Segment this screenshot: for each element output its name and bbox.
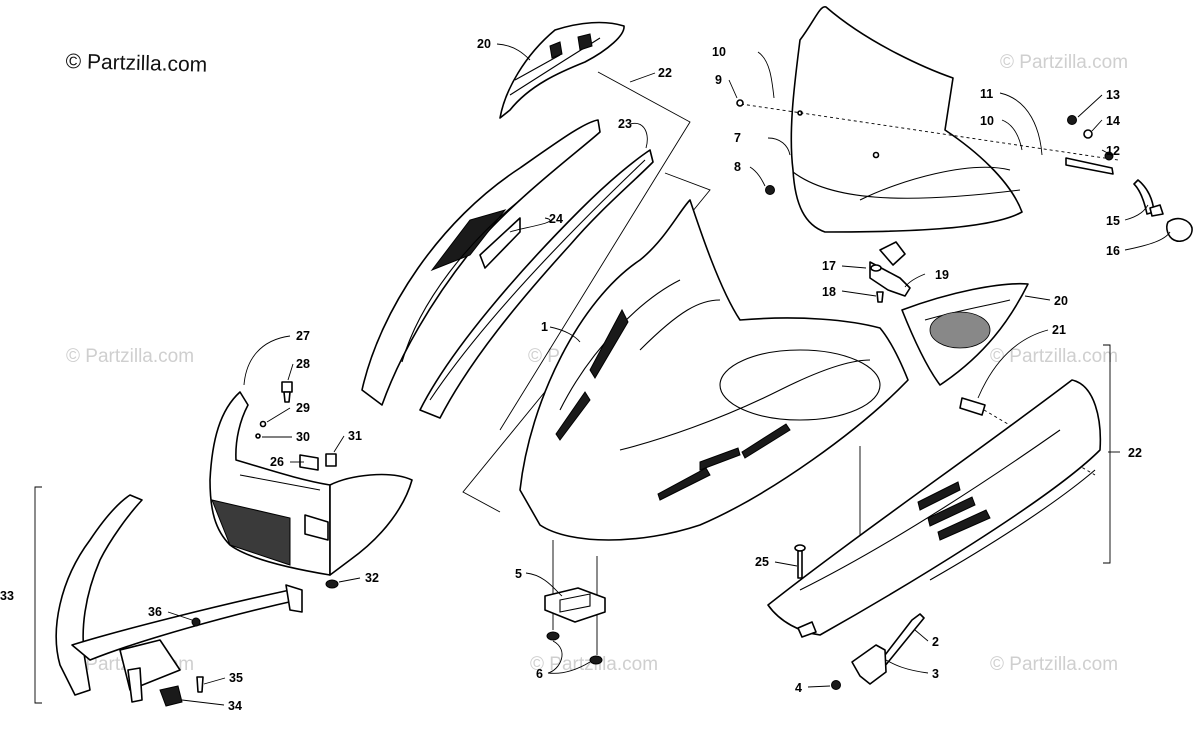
label-14: 14 [1106, 114, 1120, 128]
label-21: 21 [1052, 323, 1066, 337]
label-7: 7 [734, 131, 741, 145]
label-1: 1 [541, 320, 548, 334]
label-33: 33 [0, 589, 14, 603]
label-5: 5 [515, 567, 522, 581]
label-17: 17 [822, 259, 836, 273]
clip-21 [959, 397, 1096, 476]
label-34: 34 [228, 699, 242, 713]
label-35: 35 [229, 671, 243, 685]
label-20-top: 20 [477, 37, 491, 51]
label-22-right: 22 [1128, 446, 1142, 460]
mount-bracket [869, 241, 911, 303]
hinge-group [544, 540, 606, 665]
label-19: 19 [935, 268, 949, 282]
label-30: 30 [296, 430, 310, 444]
label-2: 2 [932, 635, 939, 649]
label-16: 16 [1106, 244, 1120, 258]
label-4: 4 [795, 681, 802, 695]
label-25: 25 [755, 555, 769, 569]
side-trims [361, 119, 654, 419]
lower-side-panel [767, 379, 1102, 638]
screw-25 [794, 544, 806, 579]
label-20-right: 20 [1054, 294, 1068, 308]
watermark-7: © Partzilla.com [990, 654, 1118, 675]
headlight-housing [209, 391, 413, 576]
label-11: 11 [980, 87, 993, 101]
main-hood [519, 199, 909, 541]
bolt-bracket-group [831, 613, 925, 690]
cap-right [901, 282, 1029, 386]
label-15: 15 [1106, 214, 1120, 228]
label-29: 29 [296, 401, 310, 415]
label-10-right: 10 [980, 114, 994, 128]
watermark-6: © Partzilla.com [530, 654, 658, 675]
leader-lines [167, 43, 1171, 706]
label-10-top: 10 [712, 45, 726, 59]
cap-top [499, 21, 625, 119]
label-22-top: 22 [658, 66, 672, 80]
callout-labels: 1 2 3 4 5 6 7 8 9 10 10 11 12 13 14 15 1… [0, 37, 1142, 713]
label-27: 27 [296, 329, 310, 343]
watermark-2: © Partzilla.com [66, 346, 194, 367]
fasteners-left [255, 381, 339, 589]
label-3: 3 [932, 667, 939, 681]
label-23: 23 [618, 117, 632, 131]
label-6: 6 [536, 667, 543, 681]
label-9: 9 [715, 73, 722, 87]
watermark-4: © Partzilla.com [990, 346, 1118, 367]
label-12: 12 [1106, 144, 1120, 158]
label-26: 26 [270, 455, 284, 469]
windshield [790, 6, 1023, 233]
label-28: 28 [296, 357, 310, 371]
bumper [55, 494, 303, 707]
label-24: 24 [549, 212, 563, 226]
label-8: 8 [734, 160, 741, 174]
watermark-1: © Partzilla.com [1000, 52, 1128, 73]
label-36: 36 [148, 605, 162, 619]
label-18: 18 [822, 285, 836, 299]
label-13: 13 [1106, 88, 1120, 102]
label-32: 32 [365, 571, 379, 585]
windshield-hardware [736, 99, 1193, 243]
label-31: 31 [348, 429, 362, 443]
